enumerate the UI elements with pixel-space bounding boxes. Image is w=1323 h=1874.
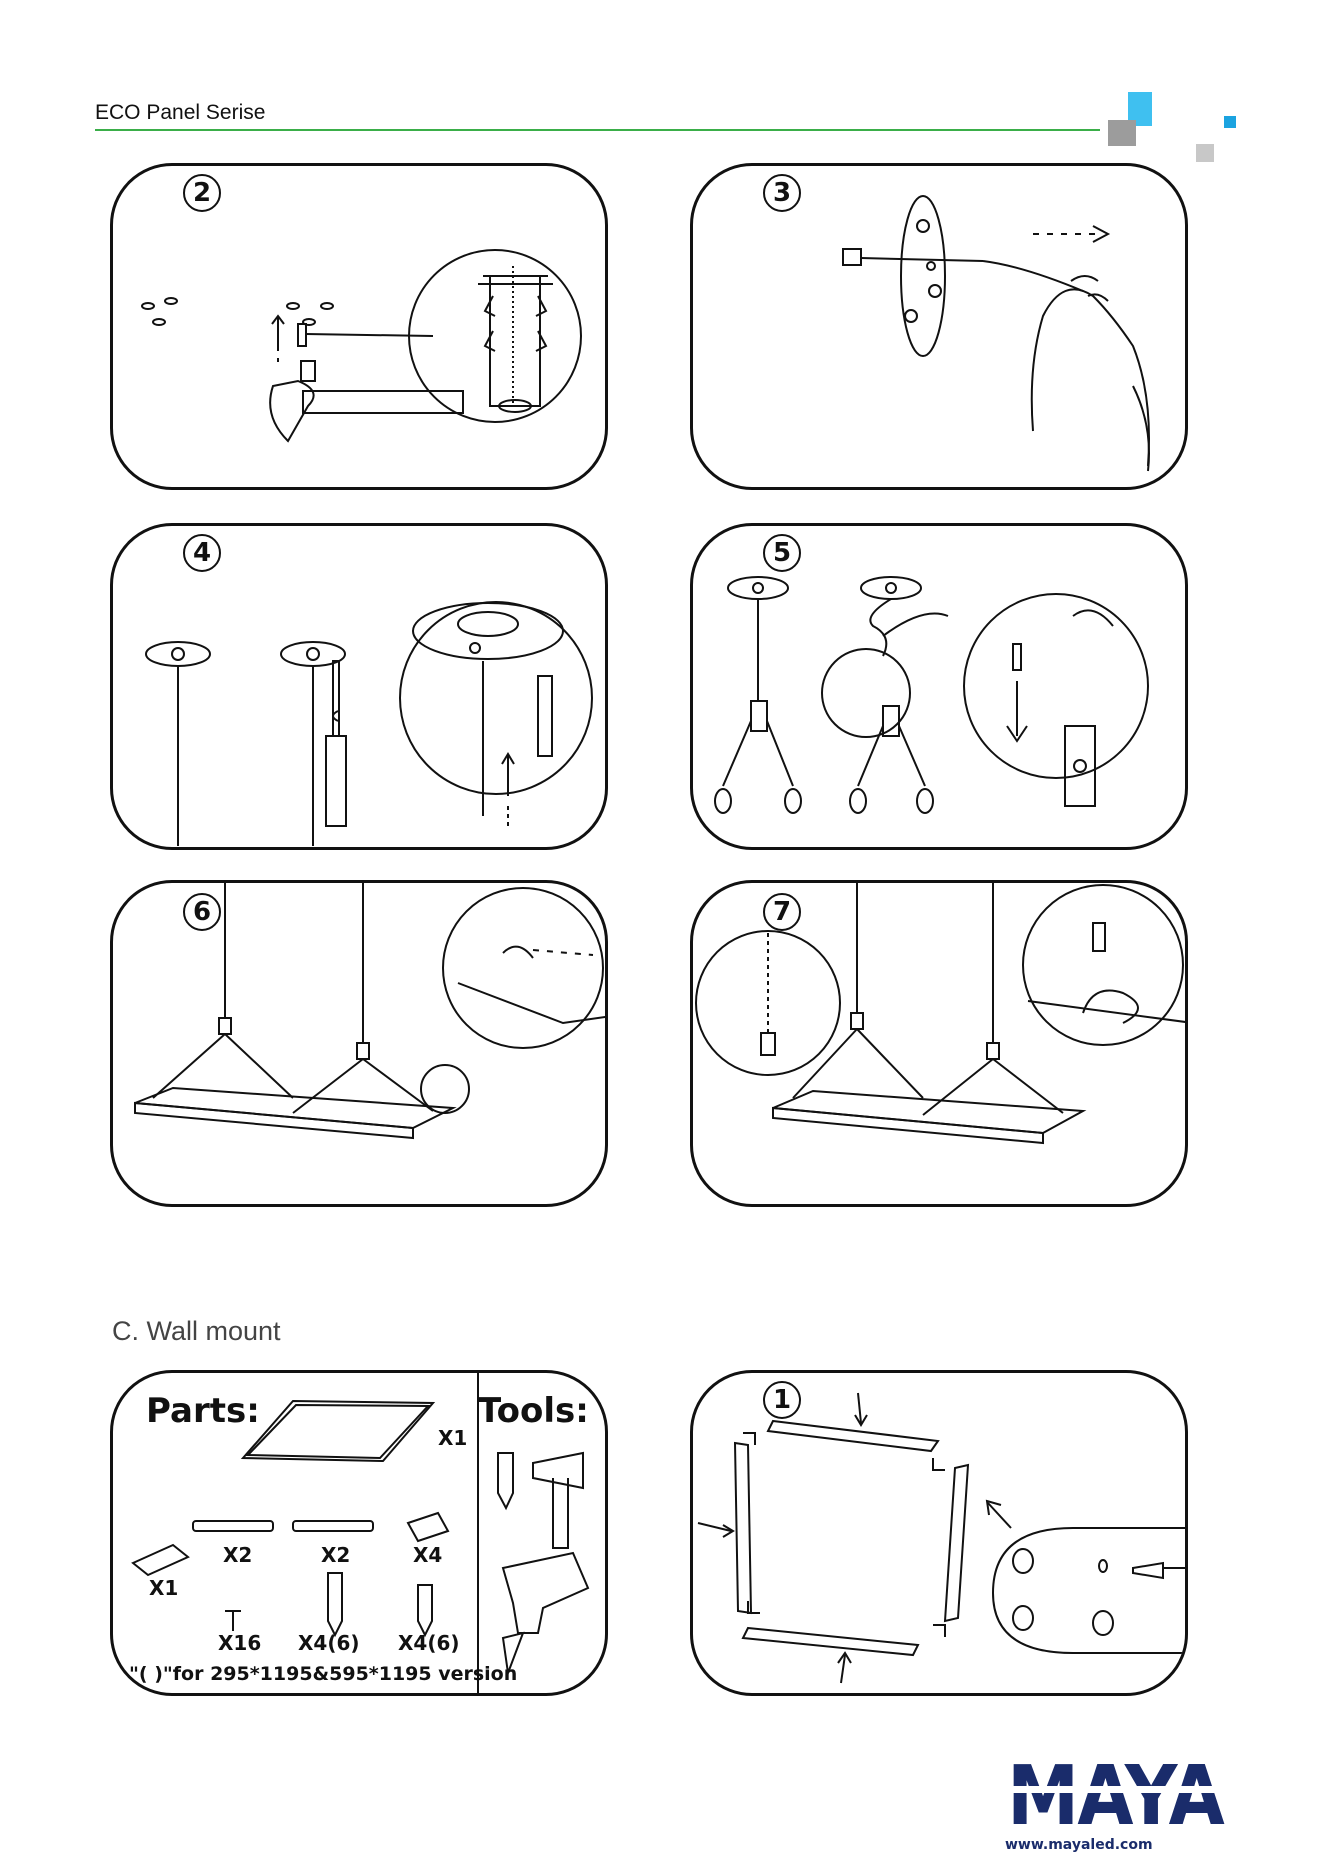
step-4-illustration: [145, 601, 593, 846]
qty-screw-small: X16: [218, 1631, 262, 1655]
step-6-illustration: [134, 883, 605, 1140]
logo-mark: MAYA: [1005, 1749, 1227, 1844]
step-3-illustration: [842, 195, 1150, 472]
step-7-illustration: [695, 883, 1185, 1145]
step-6-panel: 6: [110, 880, 608, 1207]
step-number: 6: [183, 893, 221, 931]
step-number: 1: [763, 1381, 801, 1419]
qty-rail-a: X2: [223, 1543, 253, 1567]
qty-rail-b: X2: [321, 1543, 351, 1567]
step-number: 3: [763, 174, 801, 212]
step-number: 2: [183, 174, 221, 212]
qty-anchor: X4(6): [398, 1631, 460, 1655]
maya-logo: MAYA: [1005, 1749, 1227, 1844]
step-7-panel: 7: [690, 880, 1188, 1207]
section-title: C. Wall mount: [112, 1316, 281, 1346]
tools-title: Tools:: [478, 1391, 589, 1431]
step-number: 5: [763, 534, 801, 572]
qty-bracket: X4: [413, 1543, 443, 1567]
wall-step-1-panel: 1: [690, 1370, 1188, 1696]
step-4-panel: 4: [110, 523, 608, 850]
website-link[interactable]: www.mayaled.com: [1005, 1837, 1153, 1853]
parts-tools-panel: Parts: Tools: X1 X2 X2 X4 X1 X16 X4(6) X…: [110, 1370, 608, 1696]
wall-step-1-illustration: [697, 1392, 1185, 1684]
qty-driver: X1: [149, 1576, 179, 1600]
version-note: "( )"for 295*1195&595*1195 version: [129, 1663, 518, 1685]
step-5-panel: 5: [690, 523, 1188, 850]
step-number: 7: [763, 893, 801, 931]
document-title: ECO Panel Serise: [95, 101, 266, 124]
step-5-illustration: [714, 576, 1149, 814]
step-3-panel: 3: [690, 163, 1188, 490]
header-rule: [95, 129, 1100, 131]
header-decoration: [1108, 90, 1248, 170]
step-2-illustration: [141, 249, 582, 443]
parts-title: Parts:: [146, 1391, 260, 1431]
step-number: 4: [183, 534, 221, 572]
svg-text:MAYA: MAYA: [1007, 1758, 1225, 1834]
qty-panel: X1: [438, 1426, 468, 1450]
parts-illustration: [131, 1373, 590, 1693]
qty-screw-long: X4(6): [298, 1631, 360, 1655]
step-2-panel: 2: [110, 163, 608, 490]
